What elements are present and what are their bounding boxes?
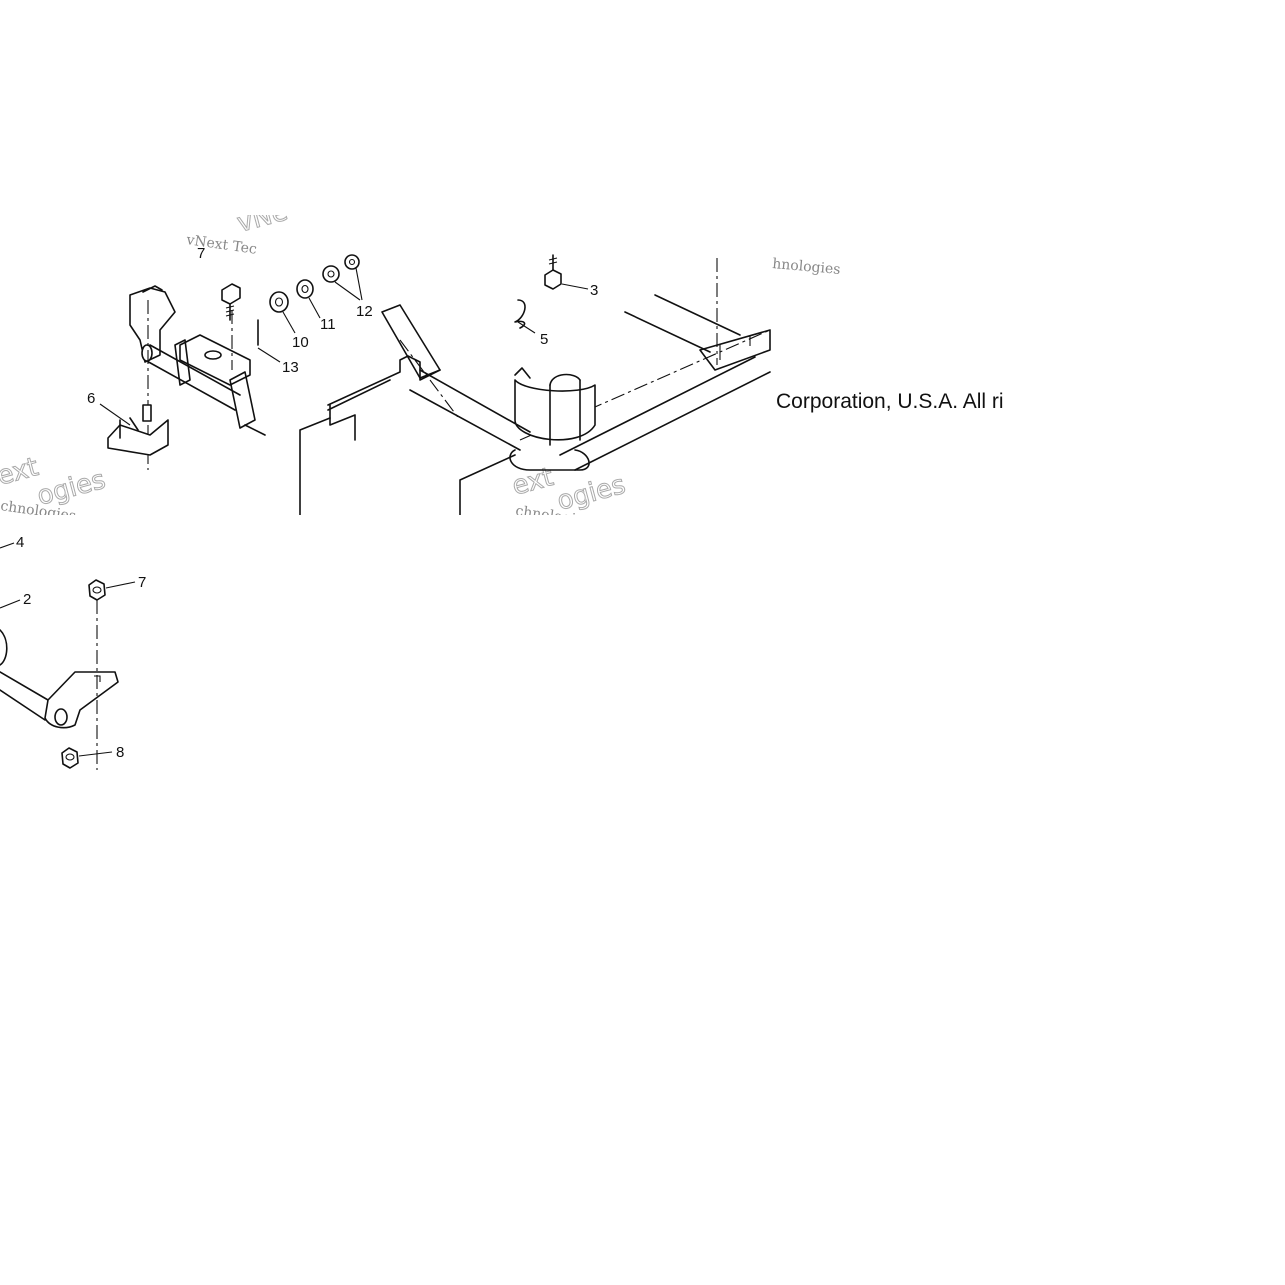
leader-line (105, 581, 136, 589)
callout-10: 10 (292, 334, 309, 351)
hinge-plate (174, 339, 191, 386)
centerline (399, 339, 461, 421)
bracket-top (142, 285, 163, 293)
nut-12 (344, 254, 360, 270)
frame-tube (409, 369, 531, 451)
leader-line (0, 599, 21, 609)
hinge-plate (229, 371, 256, 429)
watermark-text: ogies (554, 470, 629, 517)
frame-edge (624, 311, 711, 353)
bolt-head (544, 269, 562, 290)
arm-bushing (54, 708, 68, 726)
tube-end (509, 449, 590, 471)
nut-12 (322, 265, 340, 283)
watermark-text: chnologies (514, 503, 592, 529)
leader-line (99, 403, 131, 426)
copyright-text: Corporation, U.S.A. All ri (776, 390, 1004, 413)
hinge-block (179, 334, 251, 386)
shaft (144, 344, 241, 411)
panel-edge (459, 454, 516, 515)
nut-hole (348, 258, 356, 266)
watermark-text: ogies (34, 465, 109, 512)
callout-12: 12 (356, 303, 373, 320)
center-clamp (514, 379, 596, 441)
nut-hole (327, 270, 335, 278)
shaft-end (141, 344, 153, 362)
panel-edge (299, 417, 331, 515)
leader-line (282, 311, 296, 334)
leader-line (334, 267, 363, 301)
clamp-edge (549, 379, 581, 446)
mount-detail (119, 417, 139, 439)
leader-line (308, 297, 321, 319)
frame-rail (327, 355, 441, 406)
callout-7: 7 (197, 245, 205, 262)
stud-mark (94, 675, 101, 682)
angled-member (381, 304, 441, 379)
support-bracket (129, 287, 176, 363)
frame-edge (654, 294, 741, 336)
lock-nut (61, 747, 79, 769)
washer-hole (274, 297, 284, 307)
watermark-text: vNe (234, 197, 291, 239)
retaining-clip (514, 299, 526, 329)
callout-7: 7 (138, 574, 146, 591)
bolt-thread (225, 305, 235, 317)
shaft-stub (244, 424, 266, 436)
control-arm (0, 671, 49, 721)
callout-3: 3 (590, 282, 598, 299)
callout-11: 11 (320, 316, 336, 333)
cross-tube (559, 356, 771, 471)
arm-end (0, 629, 8, 666)
bracket-block (699, 329, 771, 371)
callout-2: 2 (23, 591, 31, 608)
clamp-top (549, 373, 581, 386)
washer-10 (269, 291, 289, 313)
top-panel: vNext Tec vNe hnologies ext chnologies o… (0, 197, 841, 529)
leader-line (0, 542, 15, 549)
leader-line (257, 347, 281, 363)
bolt-thread (548, 257, 558, 265)
leader-line (561, 283, 589, 290)
leader-line (517, 321, 536, 334)
nut-hole (92, 586, 102, 594)
washer-11 (296, 279, 314, 299)
washer-hole (301, 284, 309, 294)
mount-stud (142, 404, 152, 422)
watermark-text: hnologies (772, 256, 841, 278)
clamp-tab (514, 367, 531, 379)
bottom-panel: 4 2 7 8 (0, 534, 146, 770)
callout-4: 4 (16, 534, 24, 551)
nut-hole (65, 753, 75, 761)
hinge-hole (204, 350, 222, 360)
watermark-text: ext (509, 462, 556, 502)
callout-6: 6 (87, 390, 95, 407)
frame-rail-lower (327, 379, 391, 441)
bolt-head (221, 283, 241, 305)
mount-pad (107, 419, 169, 456)
callout-8: 8 (116, 744, 124, 761)
flange-nut (88, 579, 106, 601)
callout-5: 5 (540, 331, 548, 348)
callout-13: 13 (282, 359, 299, 376)
leader-line (78, 751, 113, 757)
